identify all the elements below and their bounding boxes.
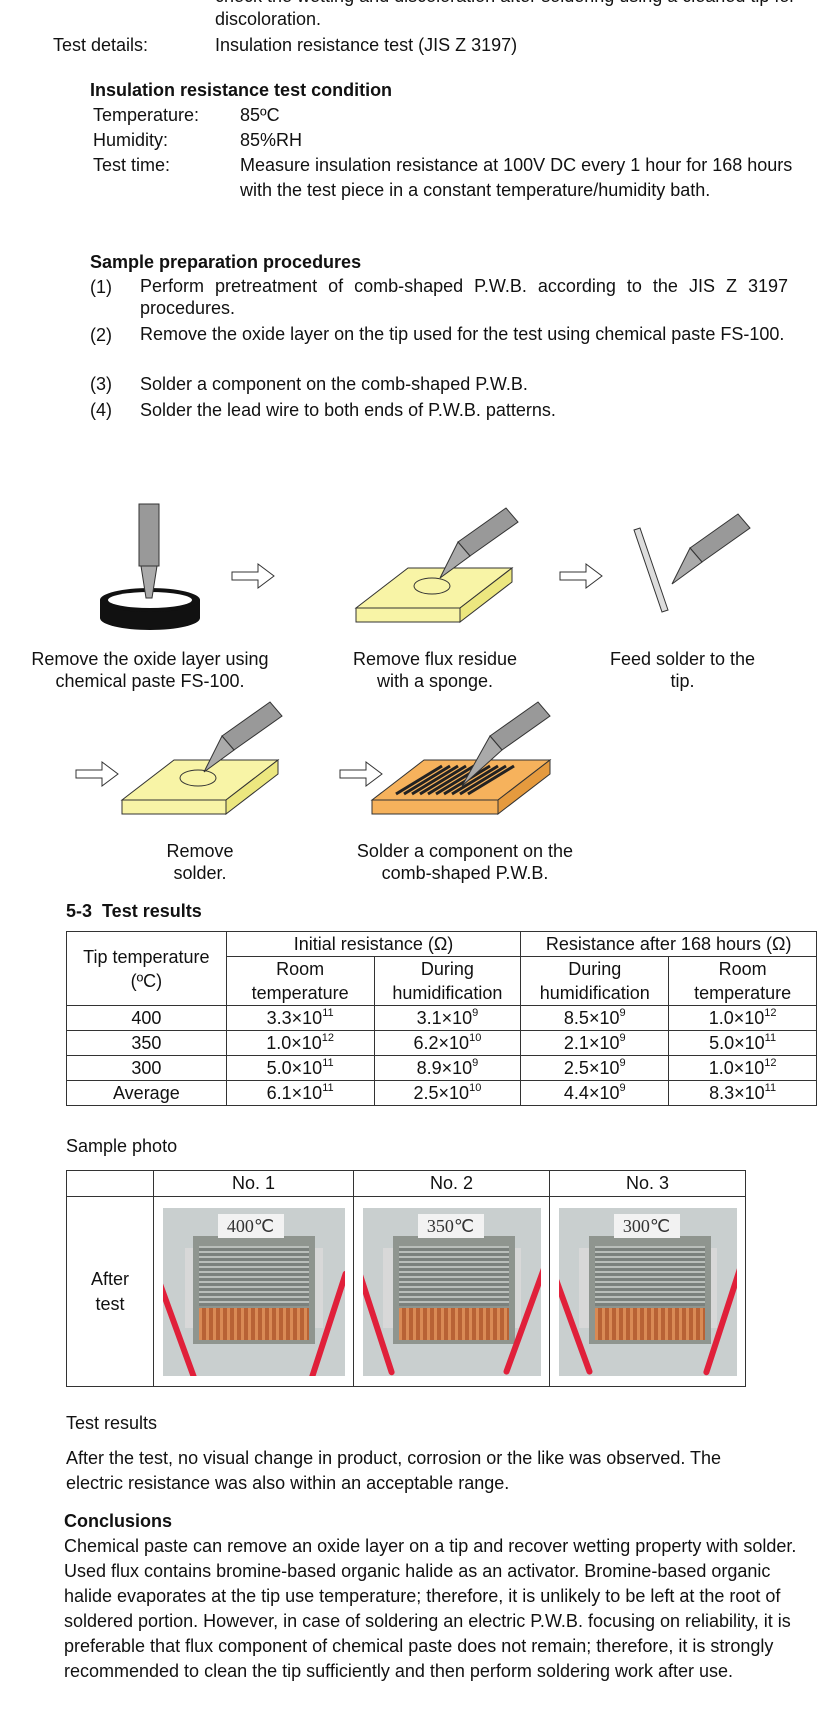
test-results-label: Test results: [66, 1413, 158, 1433]
procedure-text: Remove the oxide layer on the tip used f…: [140, 324, 785, 344]
caption-remove-solder: Remove solder.: [166, 841, 234, 883]
conclusions-text: Chemical paste can remove an oxide layer…: [64, 1536, 797, 1681]
solder-feed-illustration: [633, 513, 751, 613]
resistance-cell: 2.5×1010: [373, 1080, 522, 1106]
procedure-text: Perform pretreatment of comb-shaped P.W.…: [140, 276, 788, 318]
tip-temp-cell: Average: [66, 1080, 227, 1106]
paste-jar-illustration: [100, 503, 200, 630]
arrow-icon: [75, 761, 119, 787]
subheader-room-temperature: Room temperature: [225, 956, 375, 1006]
caption-feed-solder: Feed solder to the tip.: [609, 649, 756, 691]
temp-label: 300℃: [613, 1213, 680, 1238]
photo-corner-cell: [66, 1170, 154, 1197]
table-row: 300 5.0×1011 8.9×109 2.5×109 1.0×1012: [66, 1055, 817, 1081]
caption-remove-oxide: Remove the oxide layer using chemical pa…: [31, 649, 269, 691]
header-initial-resistance: Initial resistance (Ω): [225, 931, 522, 957]
subheader-during-humidification: During humidification: [520, 956, 670, 1006]
procedures-heading: Sample preparation procedures: [90, 252, 362, 272]
test-time-label: Test time:: [93, 155, 171, 175]
resistance-cell: 6.1×1011: [225, 1080, 375, 1106]
temp-label: 400℃: [217, 1213, 284, 1238]
table-row: Average 6.1×1011 2.5×1010 4.4×109 8.3×10…: [66, 1080, 817, 1106]
sample-photo-table: No. 1 No. 2 No. 3 After test 400℃ 350℃: [66, 1170, 746, 1387]
resistance-cell: 8.5×109: [520, 1005, 670, 1031]
comb-pwb-illustration: [370, 701, 552, 816]
resistance-cell: 1.0×1012: [668, 1005, 817, 1031]
caption-remove-flux: Remove flux residue with a sponge.: [352, 649, 518, 691]
sample-photo-2: 350℃: [362, 1207, 541, 1376]
table-row: 400 3.3×1011 3.1×109 8.5×109 1.0×1012: [66, 1005, 817, 1031]
photo-header: No. 3: [549, 1170, 746, 1197]
tip-temp-cell: 350: [66, 1030, 227, 1056]
resistance-cell: 4.4×109: [520, 1080, 670, 1106]
procedure-illustrations: [75, 503, 751, 816]
caption-solder-component: Solder a component on the comb-shaped P.…: [356, 841, 574, 883]
resistance-cell: 6.2×1010: [373, 1030, 522, 1056]
test-time-value: Measure insulation resistance at 100V DC…: [240, 155, 793, 200]
resistance-cell: 1.0×1012: [668, 1055, 817, 1081]
test-details-value: Insulation resistance test (JIS Z 3197): [215, 35, 518, 55]
discoloration-text: discoloration.: [215, 9, 322, 29]
resistance-cell: 3.1×109: [373, 1005, 522, 1031]
resistance-cell: 8.9×109: [373, 1055, 522, 1081]
arrow-icon: [231, 563, 275, 589]
subheader-during-humidification: During humidification: [373, 956, 522, 1006]
sponge-pad-illustration: [354, 507, 519, 624]
temperature-value: 85ºC: [240, 105, 280, 125]
temperature-label: Temperature:: [93, 105, 200, 125]
condition-heading: Insulation resistance test condition: [90, 80, 393, 100]
test-results-text: After the test, no visual change in prod…: [66, 1448, 722, 1493]
resistance-cell: 1.0×1012: [225, 1030, 375, 1056]
procedure-number: (1): [90, 277, 112, 297]
photo-cell: 300℃: [549, 1196, 746, 1387]
section-title: 5-3 Test results: [66, 901, 202, 921]
tip-temp-cell: 400: [66, 1005, 227, 1031]
sample-photo-3: 300℃: [558, 1207, 737, 1376]
resistance-cell: 2.1×109: [520, 1030, 670, 1056]
sample-photo-1: 400℃: [162, 1207, 345, 1376]
subheader-room-temperature: Room temperature: [668, 956, 817, 1006]
resistance-cell: 8.3×1011: [668, 1080, 817, 1106]
photo-cell: 400℃: [153, 1196, 354, 1387]
cut-off-text-line: check the wetting and discoloration afte…: [215, 0, 815, 9]
temp-label: 350℃: [417, 1213, 484, 1238]
procedure-text: Solder a component on the comb-shaped P.…: [140, 374, 528, 394]
humidity-label: Humidity:: [93, 130, 169, 150]
procedure-text: Solder the lead wire to both ends of P.W…: [140, 400, 556, 420]
procedure-number: (3): [90, 374, 112, 394]
resistance-cell: 5.0×1011: [225, 1055, 375, 1081]
header-after-168h: Resistance after 168 hours (Ω): [520, 931, 817, 957]
arrow-icon: [559, 563, 603, 589]
conclusions-heading: Conclusions: [64, 1511, 173, 1531]
table-row: 350 1.0×1012 6.2×1010 2.1×109 5.0×1011: [66, 1030, 817, 1056]
resistance-table: Tip temperature (ºC) Initial resistance …: [66, 931, 817, 1106]
humidity-value: 85%RH: [240, 130, 303, 150]
photo-header: No. 1: [153, 1170, 354, 1197]
header-tip-temperature: Tip temperature (ºC): [66, 931, 227, 1006]
arrow-icon: [339, 761, 383, 787]
procedure-number: (2): [90, 325, 112, 345]
resistance-cell: 5.0×1011: [668, 1030, 817, 1056]
test-details-label: Test details:: [53, 35, 149, 55]
resistance-cell: 3.3×1011: [225, 1005, 375, 1031]
tip-temp-cell: 300: [66, 1055, 227, 1081]
remove-solder-illustration: [120, 701, 283, 816]
resistance-cell: 2.5×109: [520, 1055, 670, 1081]
sample-photo-label: Sample photo: [66, 1136, 178, 1156]
photo-header: No. 2: [353, 1170, 550, 1197]
photo-cell: 350℃: [353, 1196, 550, 1387]
procedure-number: (4): [90, 400, 112, 420]
after-test-label: After test: [66, 1196, 154, 1387]
